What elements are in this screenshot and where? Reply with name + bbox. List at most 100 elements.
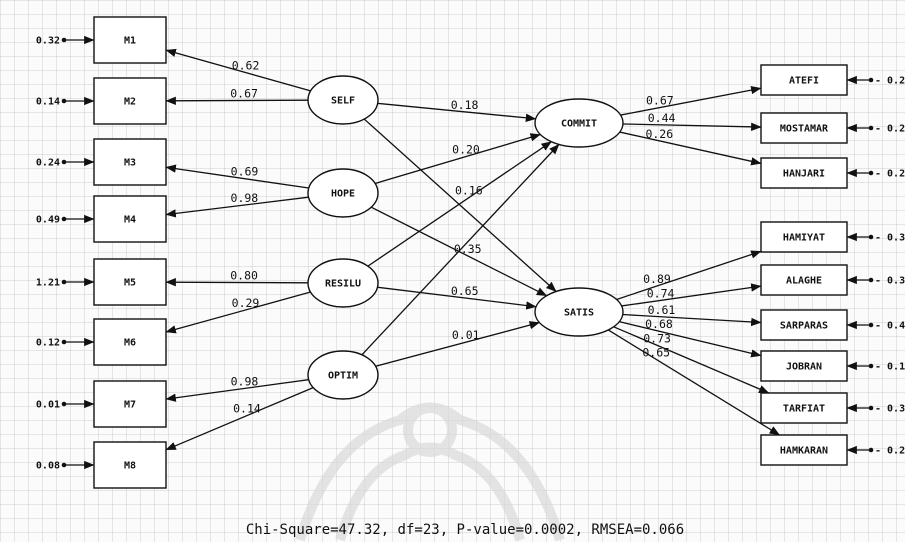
indicator-box-atefi — [760, 64, 848, 96]
path-coefficient: 0.62 — [232, 59, 260, 73]
indicator-box-alaghe — [760, 264, 848, 296]
error-dot — [868, 125, 874, 131]
error-variance: - 0.26 — [875, 124, 905, 135]
indicator-label: M1 — [124, 36, 136, 47]
latent-ellipse-resilu — [307, 258, 379, 308]
indicator-box-m2 — [93, 77, 167, 125]
error-dot — [61, 98, 67, 104]
path-coefficient: 0.20 — [452, 143, 480, 157]
indicator-label: M2 — [124, 97, 136, 108]
latent-label: COMMIT — [561, 119, 597, 130]
indicator-label: SARPARAS — [780, 321, 828, 332]
path-coefficient: 0.18 — [451, 98, 479, 112]
indicator-label: HANJARI — [783, 169, 825, 180]
error-variance: 0.14 — [36, 97, 60, 108]
latent-ellipse-optim — [307, 350, 379, 400]
indicator-label: HAMIYAT — [783, 233, 825, 244]
structural-arrow — [361, 143, 560, 356]
indicator-box-m5 — [93, 258, 167, 306]
loading-arrow — [165, 386, 314, 451]
indicator-box-m4 — [93, 195, 167, 243]
watermark — [295, 402, 565, 542]
loading-arrow — [613, 326, 770, 394]
error-variance: - 0.30 — [875, 404, 905, 415]
error-dot — [61, 401, 67, 407]
path-coefficient: 0.80 — [230, 269, 258, 283]
error-dot — [61, 159, 67, 165]
loading-arrow — [619, 321, 762, 358]
path-coefficient: 0.67 — [230, 86, 258, 100]
loading-arrow — [165, 96, 309, 105]
error-variance: - 0.33 — [875, 276, 905, 287]
error-variance: - 0.22 — [875, 446, 905, 457]
indicator-box-sarparas — [760, 309, 848, 341]
error-dot — [868, 447, 874, 453]
indicator-label: ATEFI — [789, 76, 819, 87]
error-dot — [868, 234, 874, 240]
path-coefficient: 0.89 — [643, 272, 671, 286]
loading-arrow — [165, 48, 311, 92]
latent-label: SATIS — [564, 308, 594, 319]
error-variance: 0.08 — [36, 461, 60, 472]
path-coefficient: 0.68 — [645, 317, 673, 331]
fit-statistics: Chi-Square=47.32, df=23, P-value=0.0002,… — [246, 522, 684, 538]
indicator-box-hamiyat — [760, 221, 848, 253]
indicator-box-m6 — [93, 318, 167, 366]
indicator-box-m7 — [93, 380, 167, 428]
loading-arrow — [165, 379, 309, 402]
error-variance: 0.01 — [36, 400, 60, 411]
loading-arrow — [607, 329, 780, 436]
loading-arrow — [620, 85, 762, 116]
path-coefficient: 0.98 — [231, 191, 259, 205]
indicator-box-m3 — [93, 138, 167, 186]
error-dot — [61, 37, 67, 43]
indicator-label: M5 — [124, 278, 136, 289]
latent-ellipse-hope — [307, 168, 379, 218]
error-variance: 1.21 — [36, 278, 60, 289]
error-dot — [61, 462, 67, 468]
loading-arrow — [165, 291, 311, 334]
indicator-label: JOBRAN — [786, 362, 822, 373]
latent-ellipse-satis — [534, 287, 624, 337]
path-coefficient: 0.01 — [452, 328, 480, 342]
indicator-box-m1 — [93, 16, 167, 64]
error-variance: 0.49 — [36, 215, 60, 226]
error-dot — [61, 279, 67, 285]
error-variance: - 0.28 — [875, 169, 905, 180]
error-variance: 0.32 — [36, 36, 60, 47]
error-dot — [868, 277, 874, 283]
latent-ellipse-self — [307, 75, 379, 125]
path-coefficient: 0.67 — [646, 94, 674, 108]
indicator-label: HAMKARAN — [780, 446, 828, 457]
error-variance: - 0.12 — [875, 362, 905, 373]
loading-arrow — [622, 313, 762, 327]
structural-arrow — [377, 286, 537, 310]
latent-label: SELF — [331, 96, 355, 107]
path-coefficient: 0.65 — [451, 284, 479, 298]
path-coefficient: 0.65 — [642, 345, 670, 359]
loading-arrow — [621, 283, 762, 307]
latent-ellipse-commit — [534, 98, 624, 148]
structural-arrow — [375, 321, 540, 367]
path-coefficient: 0.35 — [454, 242, 482, 256]
indicator-label: M7 — [124, 400, 136, 411]
error-dot — [61, 216, 67, 222]
loading-arrow — [165, 196, 309, 218]
path-coefficient: 0.74 — [647, 286, 675, 300]
indicator-label: M4 — [124, 215, 136, 226]
structural-arrow — [363, 118, 557, 292]
error-variance: - 0.21 — [875, 76, 905, 87]
indicator-label: M3 — [124, 158, 136, 169]
path-coefficient: 0.98 — [231, 374, 259, 388]
path-coefficient: 0.73 — [643, 331, 671, 345]
loading-arrow — [165, 278, 309, 287]
path-coefficient: 0.44 — [648, 111, 676, 125]
path-coefficient: 0.61 — [648, 303, 676, 317]
indicator-box-hanjari — [760, 157, 848, 189]
path-coefficient: 0.16 — [455, 184, 483, 198]
error-dot — [868, 170, 874, 176]
latent-label: HOPE — [331, 189, 355, 200]
path-coefficient: 0.14 — [233, 402, 261, 416]
indicator-label: ALAGHE — [786, 276, 822, 287]
